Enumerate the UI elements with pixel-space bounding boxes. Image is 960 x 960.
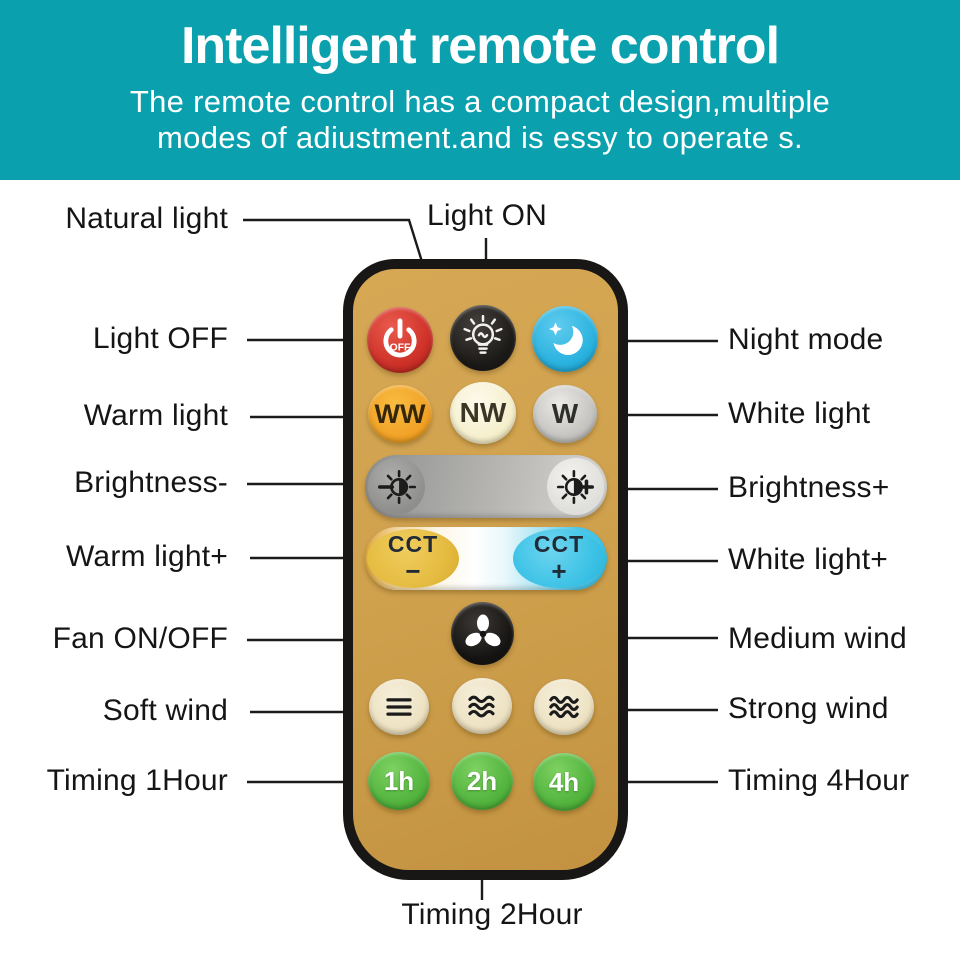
soft-wind-icon (386, 698, 412, 716)
moon-star-icon (549, 322, 583, 355)
cct-plus-sign: + (551, 556, 567, 586)
timer-4h-button: 4h (533, 753, 595, 811)
callout-natural-light: Natural light (65, 201, 228, 235)
cct-plus-button: CCT + (513, 529, 605, 588)
natural-white-label: NW (459, 397, 507, 428)
remote-control-body: OFF (343, 259, 628, 880)
medium-wind-icon (468, 695, 495, 718)
cct-rocker: CCT − CCT + (365, 527, 607, 590)
fan-icon (464, 613, 501, 646)
warm-white-button: WW (368, 385, 432, 443)
callout-timing-2hour: Timing 2Hour (401, 897, 583, 931)
power-off-label: OFF (390, 342, 411, 353)
medium-wind-button (452, 678, 512, 734)
natural-white-button: NW (450, 382, 516, 444)
callout-night-mode: Night mode (728, 322, 884, 356)
callout-warm-light: Warm light (83, 398, 228, 432)
power-icon: OFF (383, 318, 417, 358)
brightness-plus-icon (556, 469, 594, 504)
brightness-plus-button (547, 458, 604, 515)
timer-2h-button: 2h (451, 752, 513, 810)
callout-strong-wind: Strong wind (728, 691, 889, 725)
subtitle-line-2: modes of adiustment.and is essy to opera… (157, 120, 803, 155)
brightness-minus-icon (377, 469, 416, 504)
white-label: W (551, 398, 579, 429)
light-bulb-icon (463, 314, 503, 354)
timer-4h-label: 4h (548, 766, 580, 797)
cct-minus-title: CCT (387, 531, 439, 557)
callout-white-light: White light (728, 396, 871, 430)
warm-white-label: WW (374, 398, 426, 429)
brightness-minus-button (368, 458, 425, 515)
page-title: Intelligent remote control (180, 17, 780, 75)
brightness-rocker (365, 455, 607, 518)
light-off-button: OFF (367, 307, 433, 373)
timer-1h-label: 1h (383, 765, 415, 796)
cct-minus-sign: − (405, 556, 421, 586)
callout-light-off: Light OFF (92, 321, 228, 355)
night-mode-button (532, 306, 598, 372)
callout-soft-wind: Soft wind (102, 693, 228, 727)
strong-wind-button (534, 679, 594, 735)
light-on-button (450, 305, 516, 371)
strong-wind-icon (549, 695, 579, 719)
fan-button (451, 602, 514, 665)
callout-timing-1hour: Timing 1Hour (46, 763, 228, 797)
callout-brightness-plus: Brightness+ (728, 470, 890, 504)
soft-wind-button (369, 679, 429, 735)
callout-fan-on-off: Fan ON/OFF (52, 621, 228, 655)
callout-medium-wind: Medium wind (728, 621, 907, 655)
header-banner: Intelligent remote control The remote co… (0, 0, 960, 180)
cct-plus-title: CCT (533, 531, 585, 557)
timer-2h-label: 2h (466, 765, 498, 796)
callout-warm-light-plus: Warm light+ (66, 539, 228, 573)
cct-minus-button: CCT − (367, 529, 459, 588)
callout-timing-4hour: Timing 4Hour (728, 763, 910, 797)
callout-light-on: Light ON (427, 198, 547, 232)
callout-brightness-minus: Brightness- (74, 465, 228, 499)
white-button: W (533, 385, 597, 443)
subtitle-line-1: The remote control has a compact design,… (129, 84, 831, 119)
callout-white-light-plus: White light+ (728, 542, 888, 576)
timer-1h-button: 1h (368, 752, 430, 810)
